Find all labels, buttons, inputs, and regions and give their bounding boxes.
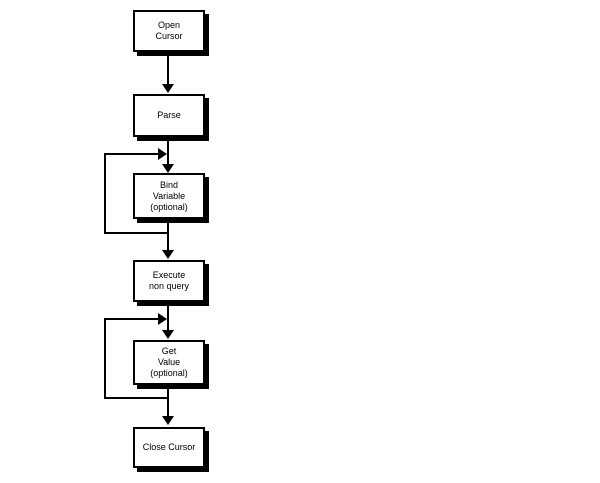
flow-node-parse-label: Parse: [157, 110, 181, 120]
flow-node-parse: Parse: [133, 94, 205, 137]
arrow-parse-to-bind-shaft: [167, 137, 169, 165]
arrow-open-to-parse-head-icon: [162, 84, 174, 93]
bind-loop-top-line: [105, 153, 158, 155]
flow-node-open-cursor-label: Open Cursor: [155, 20, 183, 41]
arrow-getvalue-to-close-shaft: [167, 385, 169, 418]
arrow-bind-to-execute-head-icon: [162, 250, 174, 259]
arrow-bind-to-execute-shaft: [167, 219, 169, 252]
flow-node-close-cursor-label: Close Cursor: [142, 442, 196, 452]
arrow-parse-to-bind-head-icon: [162, 164, 174, 173]
getvalue-loop-bottom-line: [104, 397, 169, 399]
bind-loop-left-line: [104, 153, 106, 234]
arrow-execute-to-getvalue-head-icon: [162, 330, 174, 339]
flow-node-execute-non-query: Execute non query: [133, 260, 205, 302]
flow-node-bind-variable-label: Bind Variable (optional): [150, 179, 188, 212]
bind-loop-bottom-line: [104, 232, 169, 234]
getvalue-loop-left-line: [104, 318, 106, 399]
getvalue-loop-arrowhead-icon: [158, 313, 167, 325]
flow-node-close-cursor: Close Cursor: [133, 427, 205, 468]
arrow-execute-to-getvalue-shaft: [167, 302, 169, 332]
flow-node-bind-variable: Bind Variable (optional): [133, 173, 205, 219]
flow-node-get-value-label: Get Value (optional): [150, 346, 188, 378]
getvalue-loop-top-line: [105, 318, 158, 320]
arrow-open-to-parse-shaft: [167, 52, 169, 85]
flow-node-open-cursor: Open Cursor: [133, 10, 205, 52]
bind-loop-arrowhead-icon: [158, 148, 167, 160]
arrow-getvalue-to-close-head-icon: [162, 416, 174, 425]
flow-node-execute-non-query-label: Execute non query: [148, 270, 190, 291]
flow-node-get-value: Get Value (optional): [133, 340, 205, 385]
